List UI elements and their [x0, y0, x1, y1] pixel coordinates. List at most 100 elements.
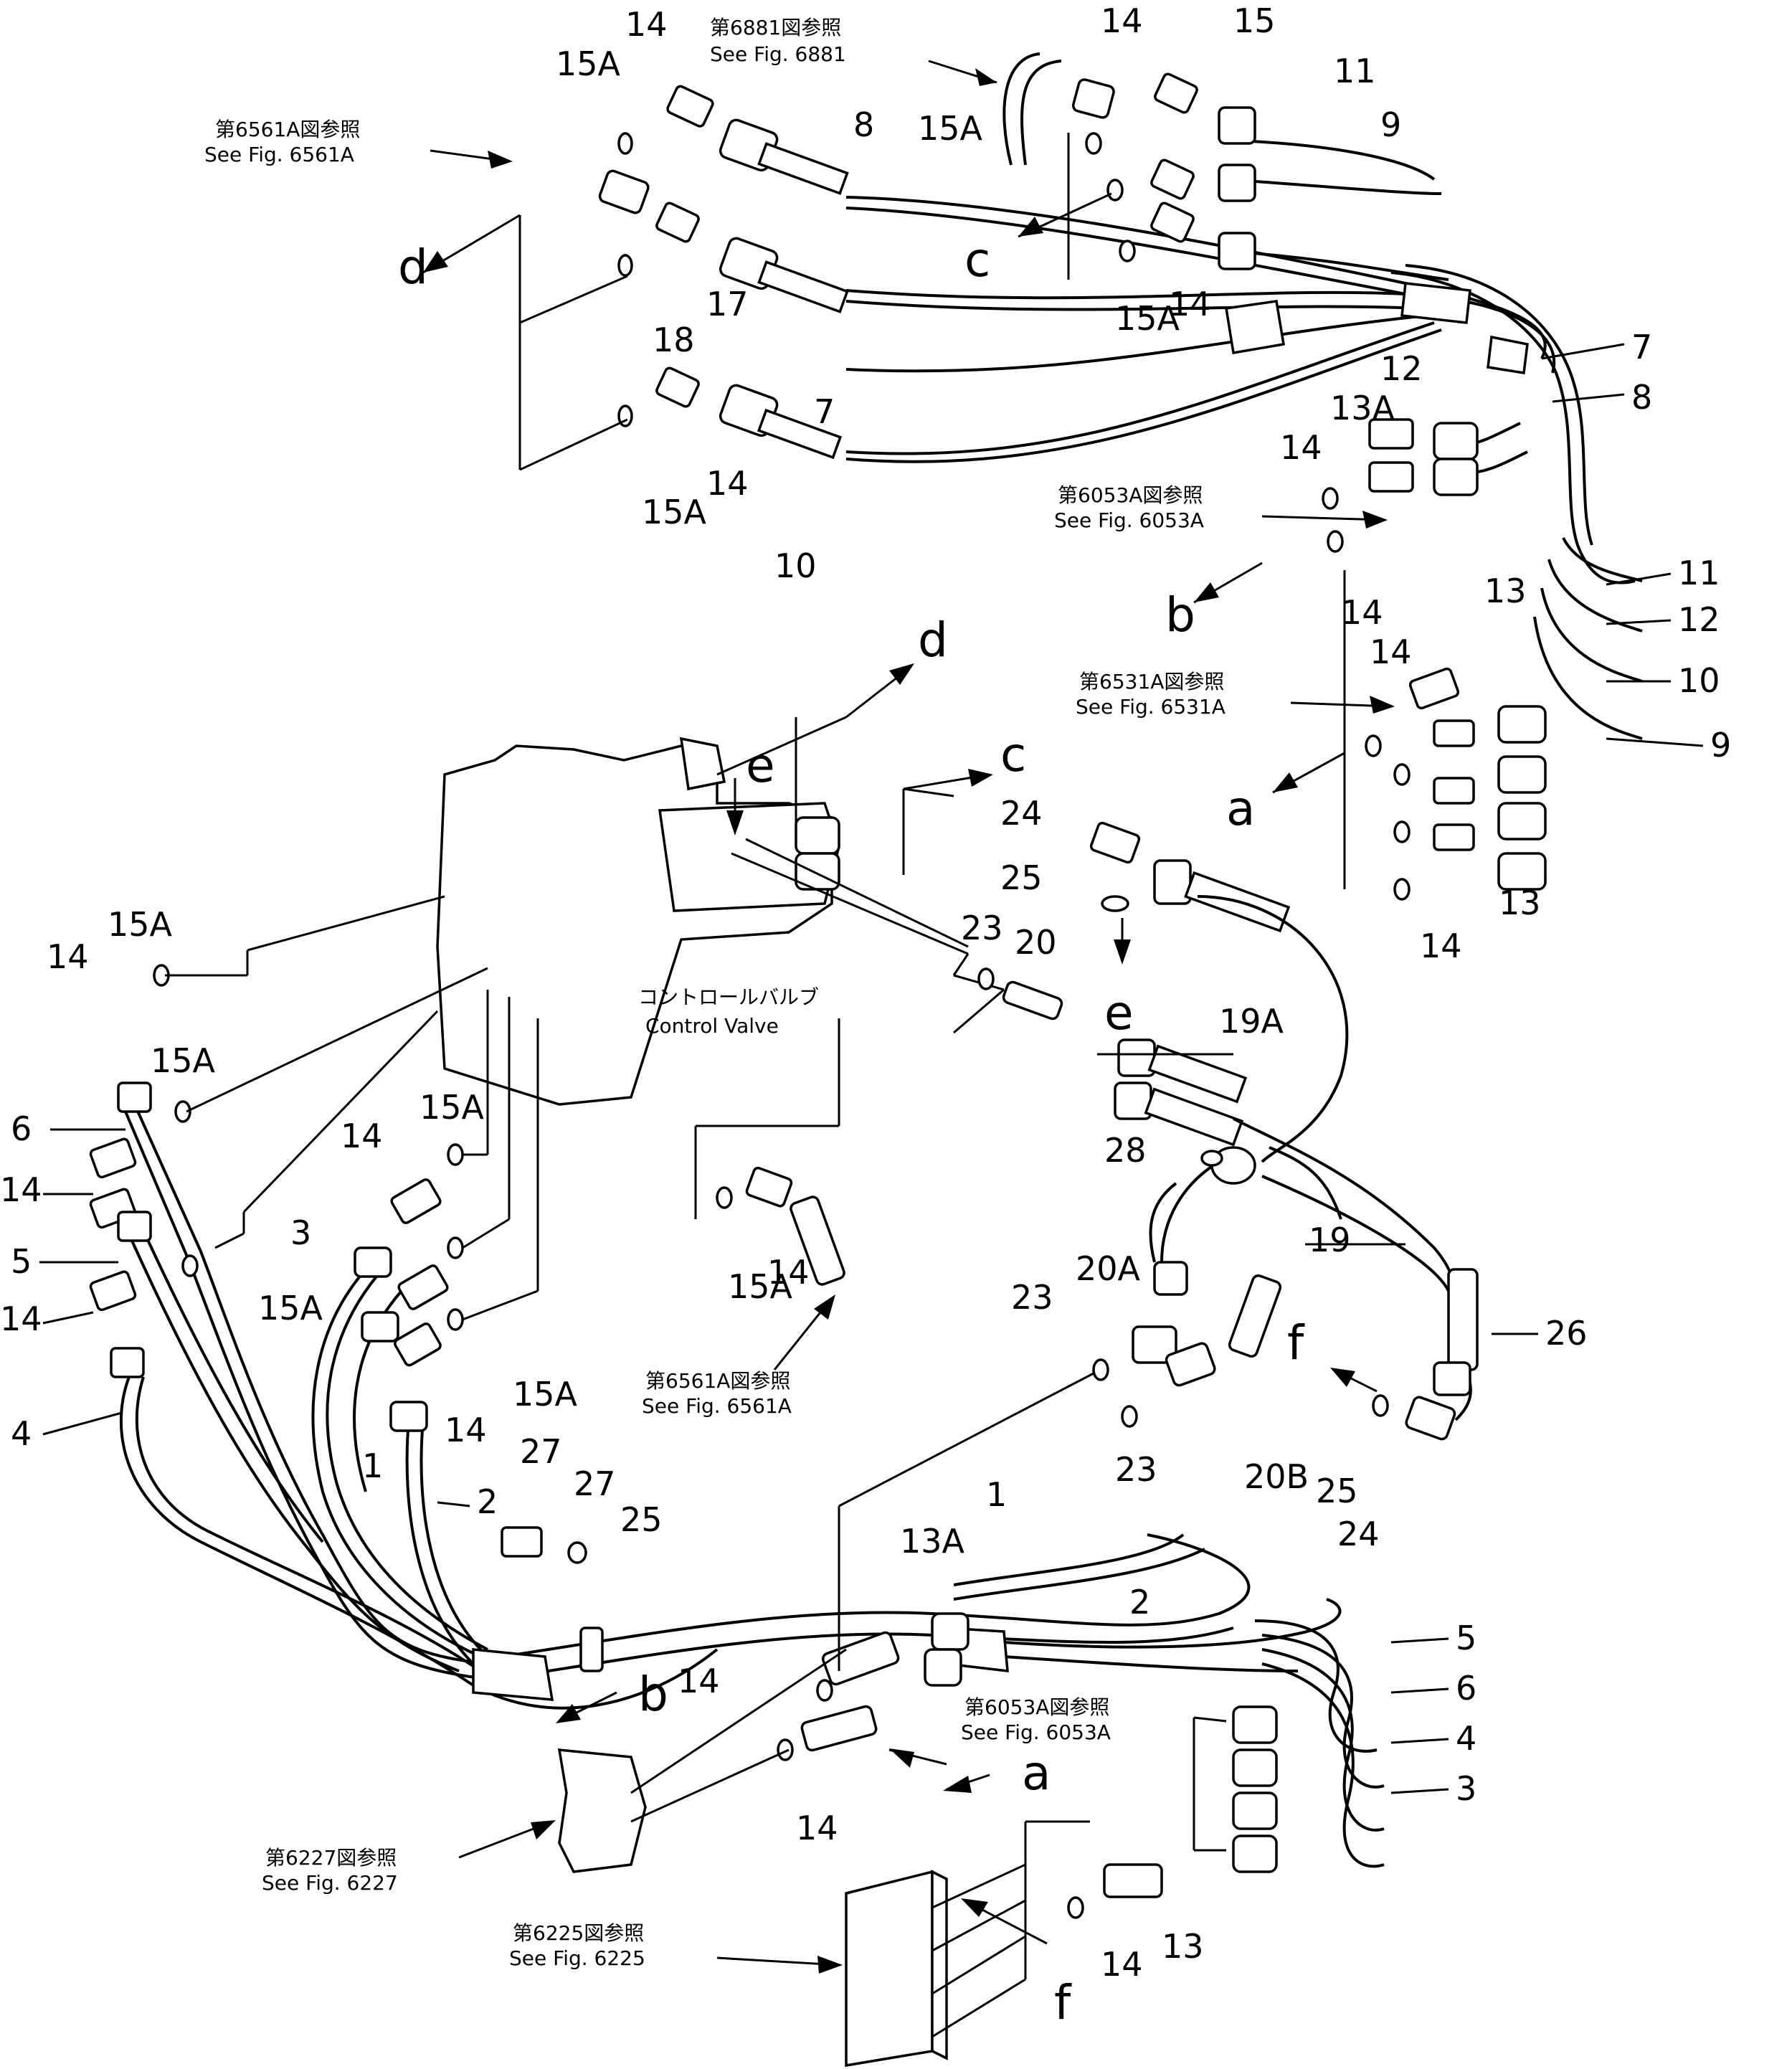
marker-f: f: [1054, 1975, 1072, 2030]
callout-9: 9: [1380, 105, 1401, 144]
callout-13a: 13A: [1330, 389, 1395, 427]
top-hose-bundle: [845, 138, 1643, 740]
callout-16: 15A: [1115, 299, 1180, 338]
callout-20: 20: [1015, 923, 1057, 962]
callout-24: 26: [1545, 1314, 1588, 1353]
callout-20a: 20A: [1076, 1249, 1141, 1288]
callout-15: 14: [0, 1170, 42, 1209]
ref-6053a-jp: 第6053A図参照: [1058, 483, 1203, 507]
callout-14: 14: [1101, 1945, 1143, 1984]
callout-15: 14: [767, 1253, 810, 1292]
callout-1: 1: [986, 1475, 1007, 1514]
callout-21: 23: [1115, 1450, 1157, 1489]
callout-6: 6: [11, 1109, 32, 1148]
letter-markers: d c b a d c e e f b a f: [398, 232, 1305, 2030]
ref-6531a-en: See Fig. 6531A: [1076, 695, 1226, 719]
callout-6: 6: [1456, 1669, 1476, 1708]
callout-5: 5: [11, 1242, 32, 1281]
callout-23: 25: [1000, 858, 1043, 897]
ref-6531a-jp: 第6531A図参照: [1079, 670, 1224, 693]
callout-26: 27: [520, 1432, 562, 1471]
ref-6561a-en-2: See Fig. 6561A: [642, 1394, 792, 1418]
callout-labels: 14 15A 8 17 18 7 14 15A 10 14 15 11 9 15…: [0, 1, 1731, 1984]
callout-16: 15A: [151, 1041, 216, 1080]
marker-c: c: [964, 232, 990, 288]
callout-15a: 15: [1233, 1, 1276, 40]
callout-27: 27: [574, 1464, 616, 1503]
control-valve-en: Control Valve: [645, 1014, 779, 1038]
callout-14: 14: [1420, 927, 1462, 965]
callout-7: 7: [1631, 328, 1652, 366]
callout-22: 24: [1000, 794, 1043, 833]
callout-7: 7: [814, 392, 835, 431]
callout-15: 14: [0, 1299, 42, 1338]
ref-6053a-en: See Fig. 6053A: [1054, 508, 1204, 532]
callout-16: 15A: [258, 1289, 323, 1327]
callout-12: 12: [1678, 600, 1720, 639]
callout-2: 2: [477, 1482, 498, 1521]
ref-6561a-en: See Fig. 6561A: [204, 143, 354, 166]
callout-11: 11: [1334, 52, 1376, 90]
ref-6053a-en-2: See Fig. 6053A: [961, 1720, 1111, 1744]
callout-17: 17: [706, 285, 749, 323]
callout-13: 13: [1499, 884, 1541, 922]
callout-15: 14: [1169, 285, 1211, 323]
callout-5: 5: [1456, 1619, 1476, 1657]
callout-9: 9: [1710, 726, 1731, 764]
left-fittings: [89, 895, 845, 1564]
callout-4: 4: [11, 1414, 32, 1453]
marker-a: a: [1022, 1746, 1051, 1801]
callout-16: 15A: [419, 1088, 485, 1127]
callout-14: 14: [1370, 633, 1412, 671]
callout-15: 14: [625, 5, 668, 44]
callout-28: 28: [1104, 1131, 1147, 1170]
callout-13: 13: [1484, 572, 1527, 610]
marker-e: e: [746, 738, 775, 793]
callout-12: 12: [1380, 349, 1423, 388]
callout-15: 14: [1101, 1, 1143, 40]
callout-15: 14: [706, 464, 749, 503]
callout-19a: 19A: [1219, 1002, 1284, 1041]
callout-21: 23: [961, 909, 1003, 947]
callout-23: 25: [1316, 1472, 1358, 1510]
marker-c: c: [1000, 727, 1026, 782]
ref-6225-jp: 第6225図参照: [513, 1921, 644, 1945]
marker-d: d: [398, 240, 428, 295]
callout-13a: 13A: [900, 1522, 965, 1561]
marker-e: e: [1104, 985, 1134, 1041]
callout-4: 4: [1456, 1719, 1476, 1758]
bottom-parts: [557, 1372, 1278, 2068]
control-valve-jp: コントロールバルブ: [638, 985, 819, 1009]
control-valve: [436, 737, 969, 1106]
callout-25: 25: [620, 1500, 663, 1539]
callout-18: 18: [653, 321, 695, 359]
marker-f: f: [1287, 1315, 1305, 1370]
right-middle-parts: [953, 821, 1479, 1441]
ref-6225-en: See Fig. 6225: [509, 1946, 645, 1970]
callout-14: 14: [678, 1662, 720, 1700]
callout-leaders: [39, 343, 1704, 1794]
ref-6227-en: See Fig. 6227: [262, 1871, 398, 1895]
ref-6881-en: See Fig. 6881: [710, 42, 846, 66]
top-fittings: [518, 52, 1547, 901]
marker-d: d: [918, 612, 948, 668]
ref-6881-jp: 第6881図参照: [710, 16, 841, 39]
callout-11: 11: [1678, 554, 1720, 592]
ref-6561a-jp: 第6561A図参照: [215, 118, 360, 141]
callout-8: 8: [853, 105, 874, 144]
callout-16: 15A: [642, 493, 707, 531]
ref-6227-jp: 第6227図参照: [265, 1846, 397, 1870]
valve-leaders: [694, 716, 1005, 1219]
callout-14: 14: [1341, 593, 1383, 632]
callout-10: 10: [1678, 661, 1720, 700]
callout-1: 1: [362, 1447, 383, 1485]
callout-16: 15A: [108, 905, 173, 944]
callout-3: 3: [1456, 1769, 1476, 1808]
ref-6053a-jp-2: 第6053A図参照: [964, 1695, 1109, 1719]
marker-b: b: [638, 1667, 668, 1722]
callout-15: 14: [445, 1411, 487, 1449]
callout-2: 2: [1129, 1583, 1150, 1621]
callout-16: 15A: [918, 109, 983, 148]
callout-3: 3: [290, 1213, 311, 1252]
callout-8: 8: [1631, 378, 1652, 417]
